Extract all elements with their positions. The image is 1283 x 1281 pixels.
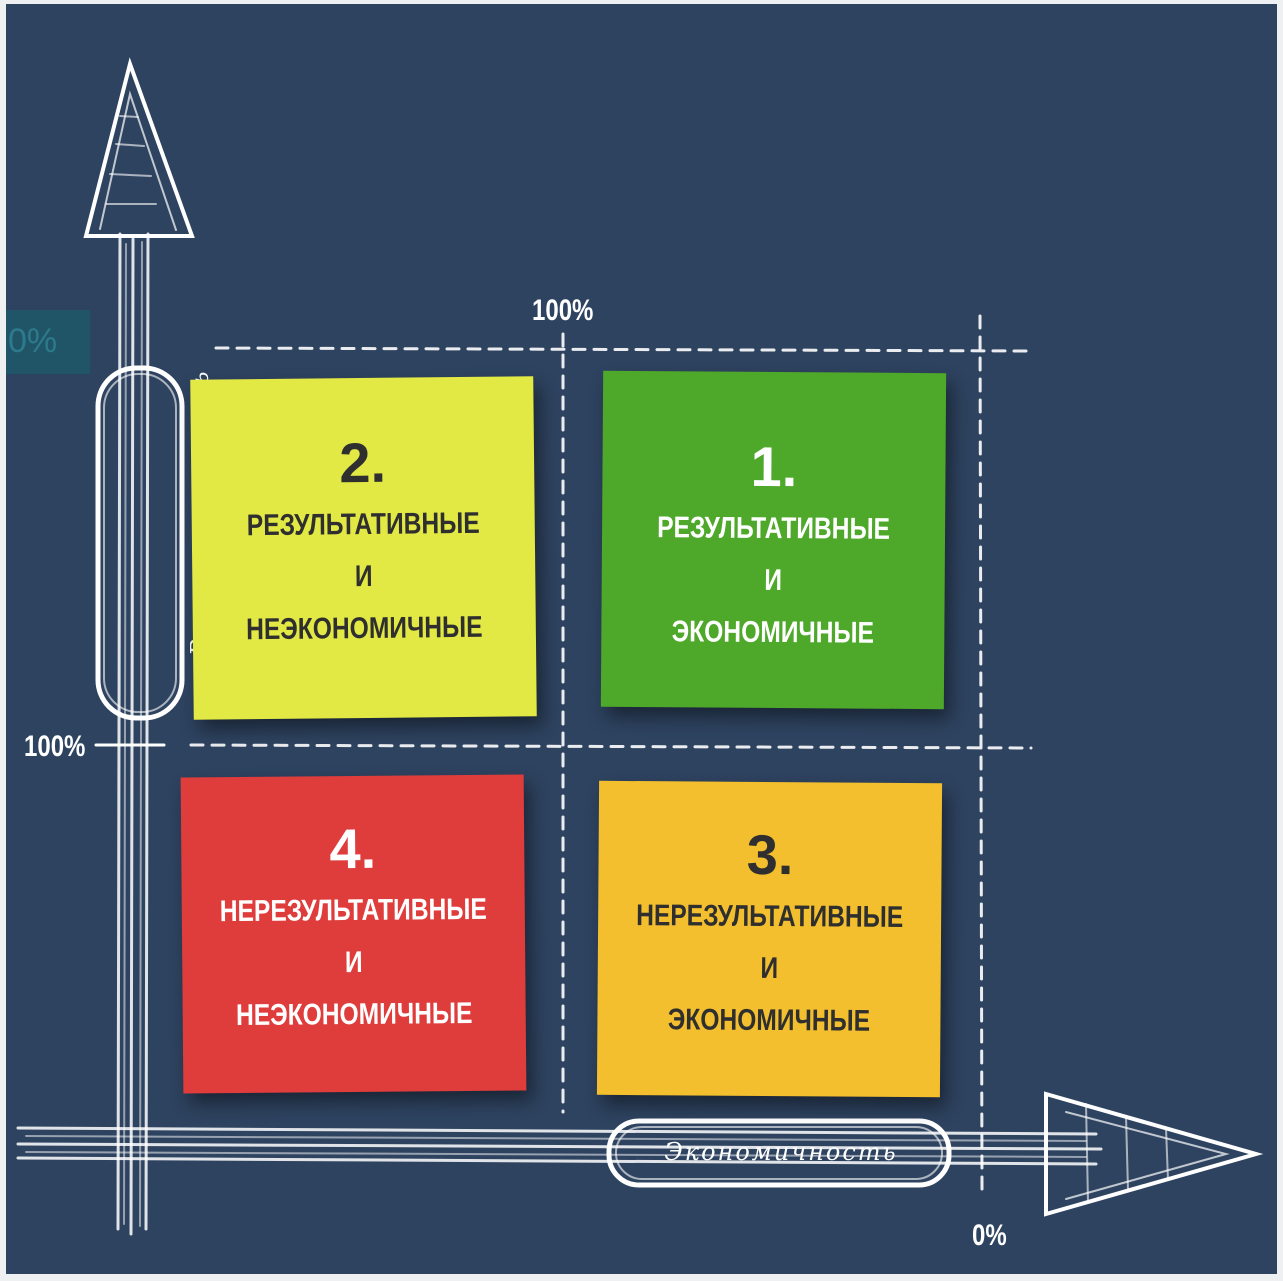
quadrant-4-line2: И bbox=[344, 945, 363, 980]
x-axis-label: Экономичность bbox=[664, 1138, 898, 1166]
quadrant-2-sticky-note: 2. РЕЗУЛЬТАТИВНЫЕ И НЕЭКОНОМИЧНЫЕ bbox=[190, 376, 537, 720]
quadrant-1-number: 1. bbox=[750, 434, 798, 499]
quadrant-3-line3: ЭКОНОМИЧНЫЕ bbox=[667, 1003, 871, 1038]
quadrant-3-line1: НЕРЕЗУЛЬТАТИВНЫЕ bbox=[636, 899, 904, 934]
badge-text: 0% bbox=[8, 322, 58, 360]
x-axis-100-label: 100% bbox=[532, 294, 594, 327]
y-axis-100-label: 100% bbox=[24, 730, 86, 763]
chalk-drawing bbox=[16, 57, 1264, 1236]
zero-percent-badge: 0% bbox=[6, 310, 90, 374]
quadrant-2-line1: РЕЗУЛЬТАТИВНЫЕ bbox=[246, 506, 480, 543]
quadrant-1-sticky-note: 1. РЕЗУЛЬТАТИВНЫЕ И ЭКОНОМИЧНЫЕ bbox=[600, 370, 947, 710]
quadrant-4-line3: НЕЭКОНОМИЧНЫЕ bbox=[235, 996, 473, 1033]
vertical-dashed-line-right bbox=[978, 314, 984, 1191]
quadrant-3-number: 3. bbox=[746, 822, 794, 887]
x-axis-0-label: 0% bbox=[972, 1219, 1007, 1252]
quadrant-2-line2: И bbox=[354, 559, 373, 594]
y-axis-arrow bbox=[83, 57, 195, 1236]
quadrant-3-sticky-note: 3. НЕРЕЗУЛЬТАТИВНЫЕ И ЭКОНОМИЧНЫЕ bbox=[596, 780, 943, 1098]
quadrant-4-line1: НЕРЕЗУЛЬТАТИВНЫЕ bbox=[219, 892, 487, 929]
quadrant-2-line3: НЕЭКОНОМИЧНЫЕ bbox=[245, 610, 483, 647]
quadrant-2-number: 2. bbox=[338, 430, 387, 495]
quadrant-1-line1: РЕЗУЛЬТАТИВНЫЕ bbox=[657, 511, 891, 546]
quadrant-4-number: 4. bbox=[329, 816, 377, 881]
quadrant-4-sticky-note: 4. НЕРЕЗУЛЬТАТИВНЫЕ И НЕЭКОНОМИЧНЫЕ bbox=[180, 774, 527, 1094]
middle-dashed-line bbox=[189, 743, 1033, 750]
x-axis-arrow bbox=[16, 1091, 1264, 1217]
dashed-grid bbox=[189, 314, 1033, 1191]
top-dashed-line bbox=[214, 346, 1030, 353]
quadrant-3-line2: И bbox=[760, 951, 779, 986]
quadrant-1-line2: И bbox=[764, 563, 783, 598]
quadrant-1-line3: ЭКОНОМИЧНЫЕ bbox=[671, 615, 875, 650]
matrix-board: 0% 100% 100% 0% Результативность Экономи… bbox=[6, 4, 1277, 1274]
